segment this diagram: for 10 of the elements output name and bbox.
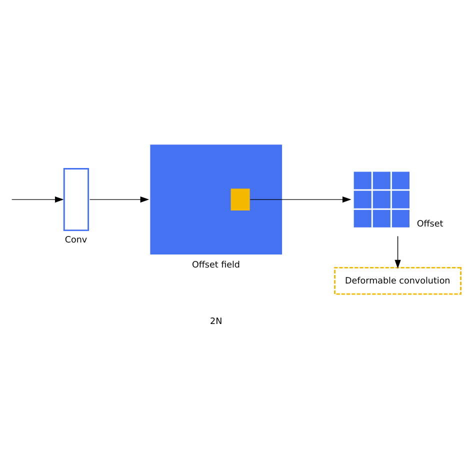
node-box: Deformable convolution [334, 266, 462, 295]
arrow [89, 196, 150, 203]
node-label: Offset field [192, 260, 240, 270]
arrow [11, 196, 64, 203]
arrow [250, 196, 352, 203]
node-box [150, 144, 282, 254]
label: 2N [210, 317, 222, 328]
node-label: Conv [64, 235, 88, 246]
arrow [394, 236, 401, 269]
node-label: Offset [416, 219, 444, 230]
